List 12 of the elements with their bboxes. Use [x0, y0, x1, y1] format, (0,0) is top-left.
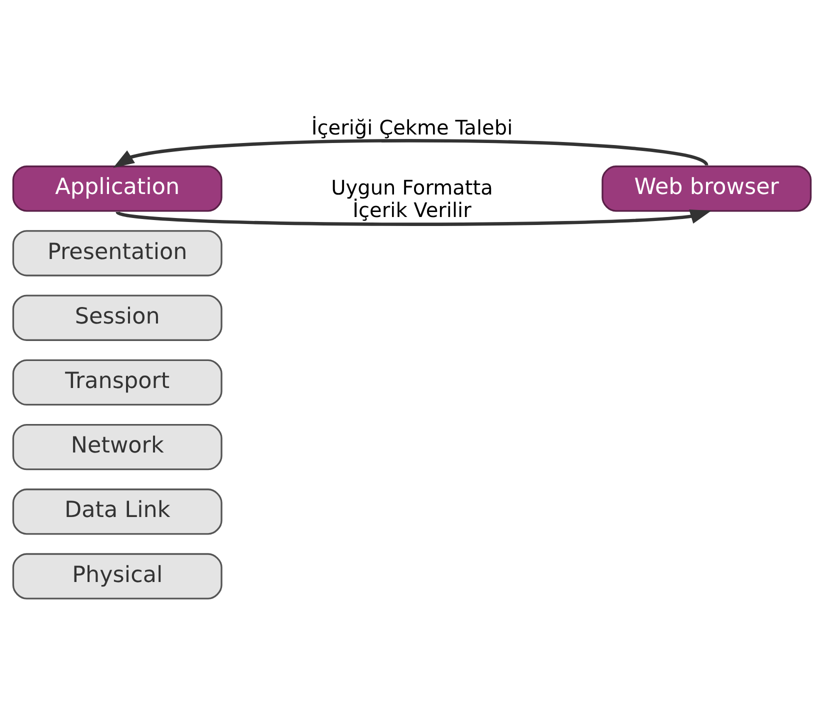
node-box: Data Link — [12, 488, 222, 535]
arrow — [113, 139, 708, 168]
edge-label: İçeriği Çekme Talebi — [311, 115, 513, 140]
edge-label: Uygun Formatta İçerik Verilir — [331, 176, 493, 222]
arrow — [116, 209, 712, 226]
node-box: Presentation — [12, 230, 222, 276]
node-box: Network — [12, 424, 222, 470]
node-box: Web browser — [602, 166, 812, 212]
node-box: Transport — [12, 359, 222, 406]
node-box: Session — [12, 294, 222, 341]
node-box: Application — [12, 166, 222, 212]
node-box: Physical — [12, 553, 222, 600]
